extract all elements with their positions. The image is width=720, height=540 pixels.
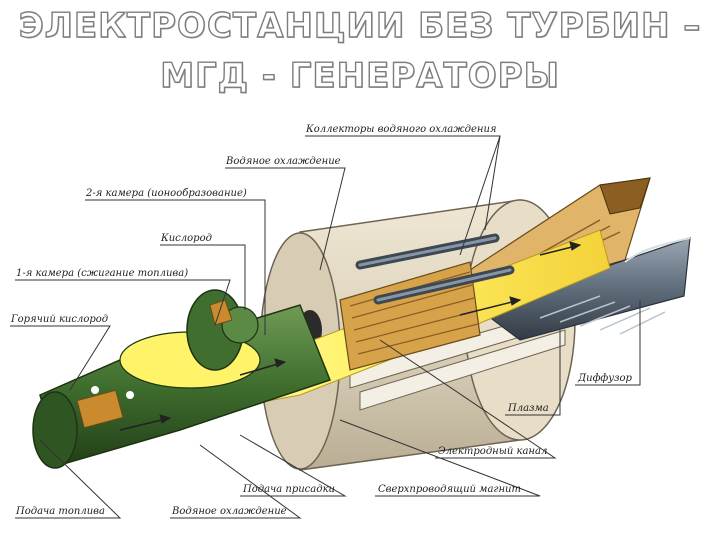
label-hot-oxygen: Горячий кислород xyxy=(10,314,108,325)
label-water-cooling-top: Водяное охлаждение xyxy=(225,156,341,167)
label-superconducting-magnet: Сверхпроводящий магнит xyxy=(378,484,521,495)
label-chamber-1: 1-я камера (сжигание топлива) xyxy=(16,268,188,279)
label-chamber-2: 2-я камера (ионообразование) xyxy=(85,188,247,199)
label-water-cooling-bottom: Водяное охлаждение xyxy=(171,506,287,517)
label-electrode-channel: Электродный канал xyxy=(438,446,547,457)
label-fuel-feed: Подача топлива xyxy=(15,506,105,517)
label-diffuser: Диффузор xyxy=(577,373,633,384)
label-additive-feed: Подача присадки xyxy=(242,484,335,495)
label-oxygen: Кислород xyxy=(160,233,212,244)
label-collectors: Коллекторы водяного охлаждения xyxy=(305,124,497,135)
label-plasma: Плазма xyxy=(507,403,549,414)
